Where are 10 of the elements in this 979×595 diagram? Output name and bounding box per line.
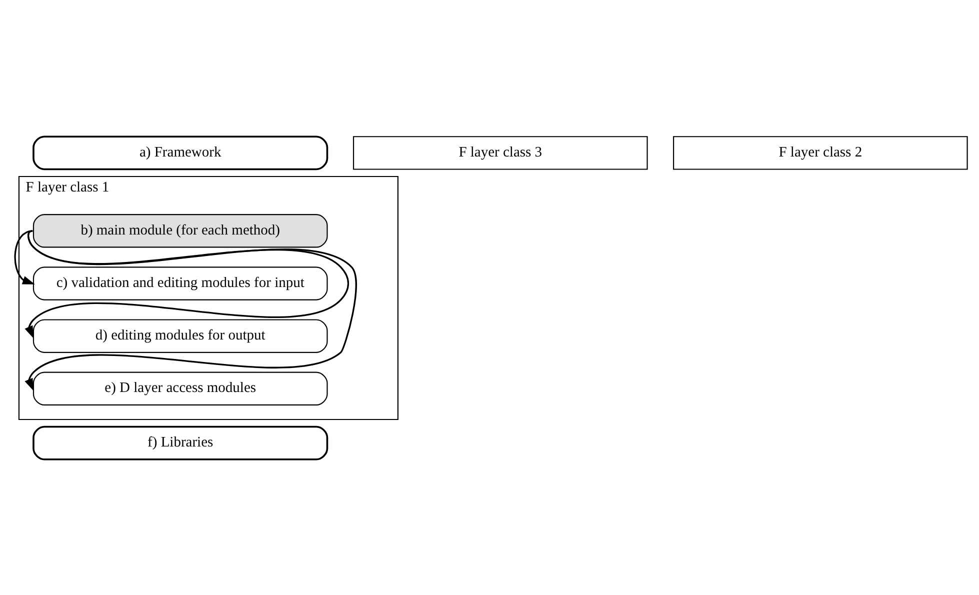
node-box: c) validation and editing modules for input bbox=[32, 266, 328, 300]
node-box: f) Libraries bbox=[32, 425, 328, 460]
node-box: e) D layer access modules bbox=[32, 371, 328, 406]
node-box: b) main module (for each method) bbox=[32, 214, 328, 248]
node-box: d) editing modules for output bbox=[32, 318, 328, 352]
node-box: F layer class 2 bbox=[673, 136, 968, 170]
node-box: a) Framework bbox=[32, 135, 328, 170]
arrow bbox=[24, 230, 357, 390]
arrow bbox=[14, 230, 35, 284]
node-box: F layer class 3 bbox=[352, 136, 648, 170]
